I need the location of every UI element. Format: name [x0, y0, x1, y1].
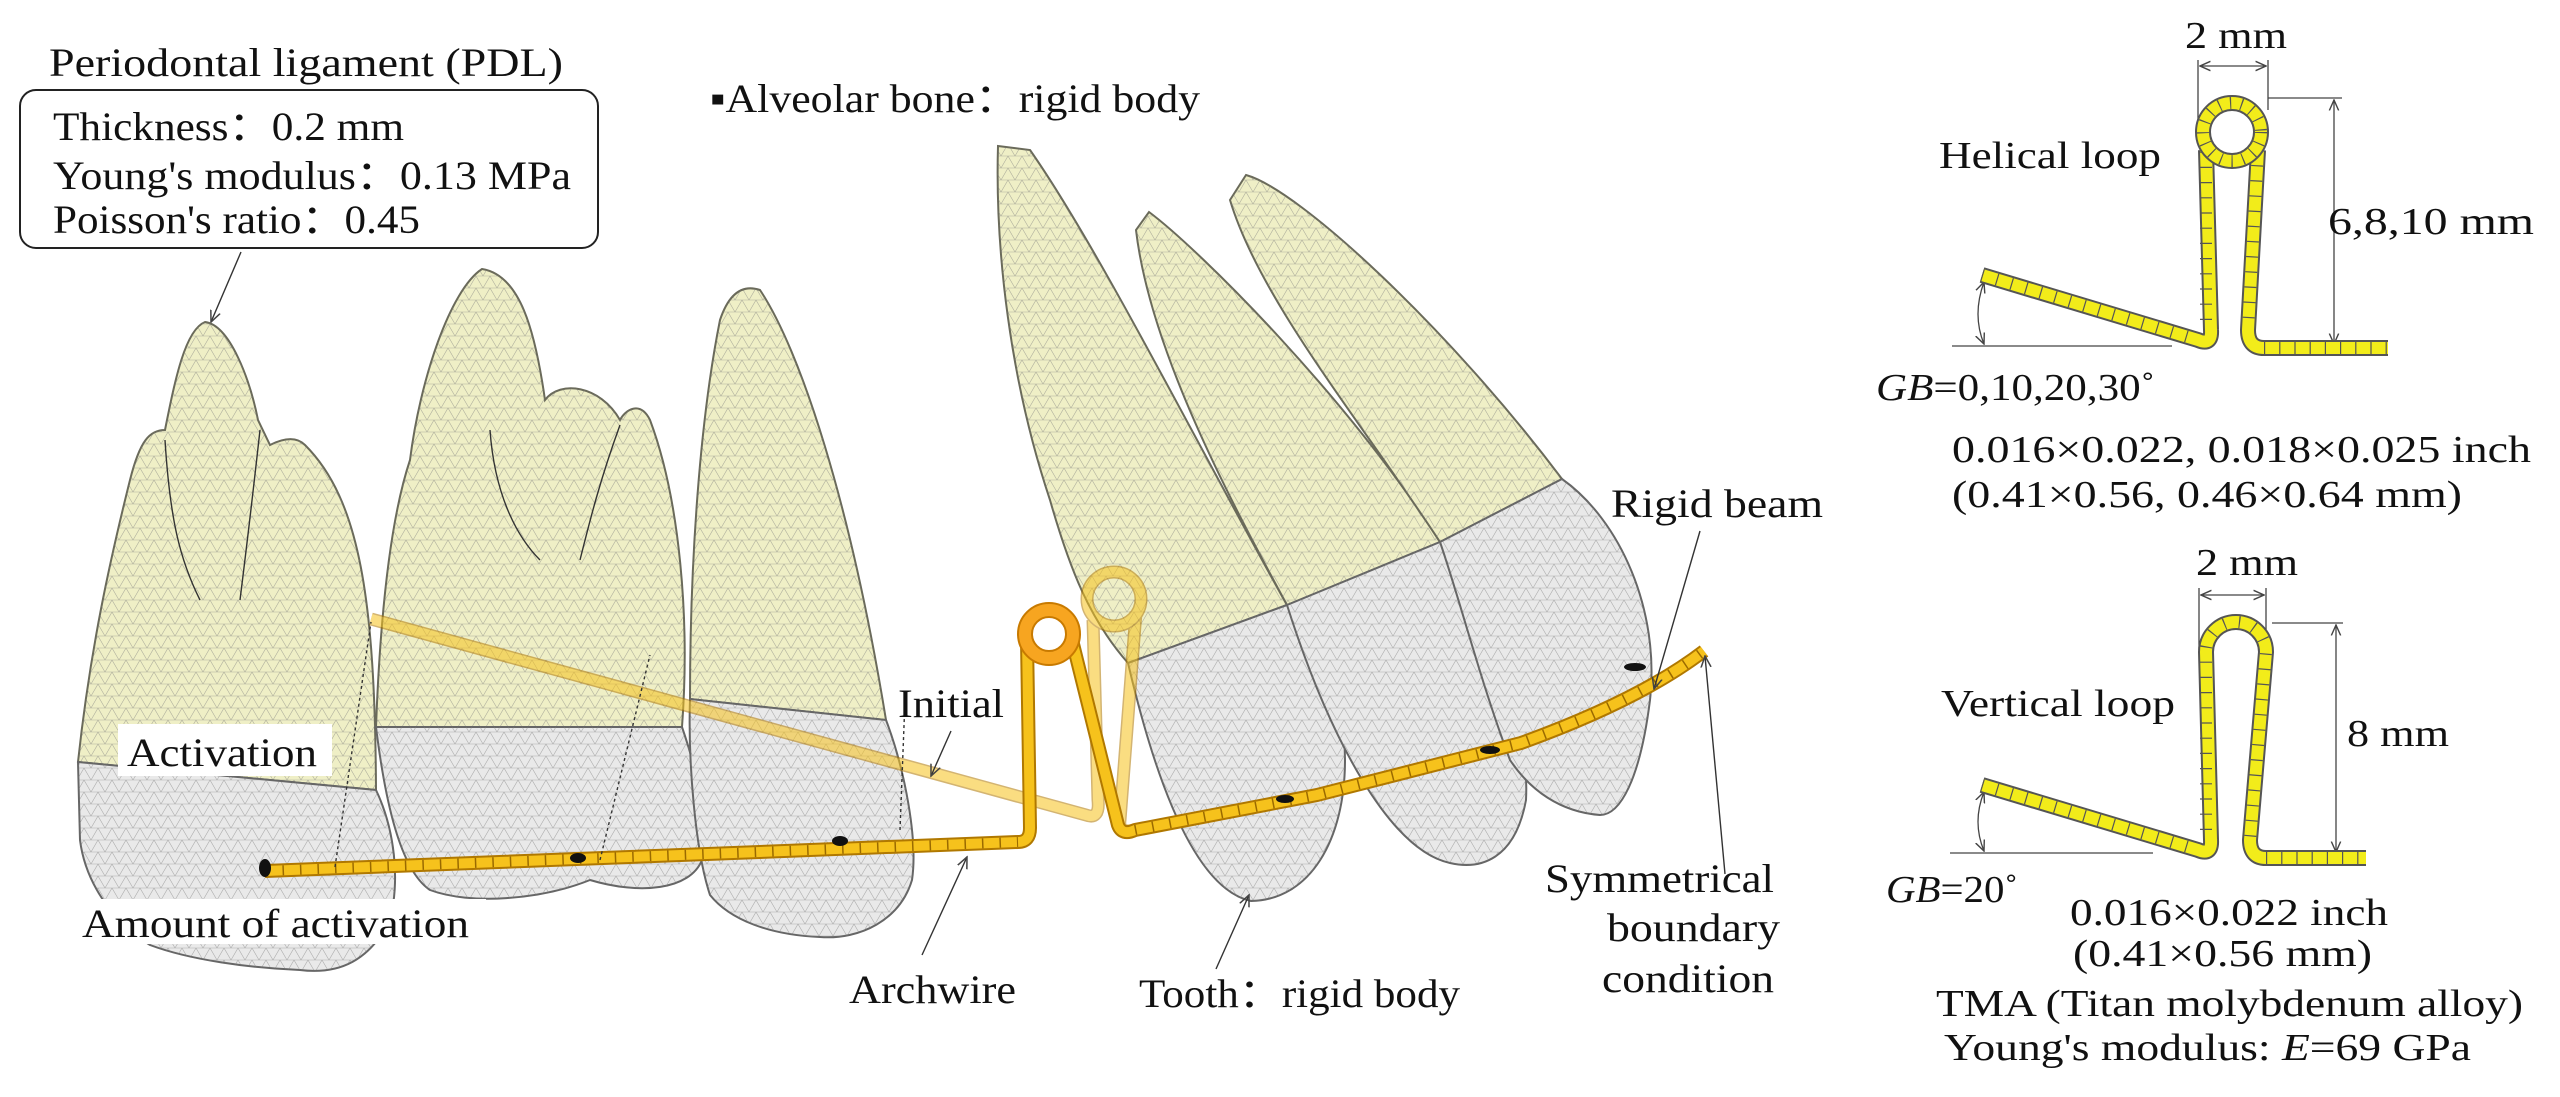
activation-label-bg [118, 724, 332, 776]
vertical-gb-angle: GB=20˚ [1886, 869, 2018, 911]
pdl-youngs-modulus: Young's modulus：0.13 MPa [53, 153, 571, 198]
material-youngs-modulus: Young's modulus: E=69 GPa [1944, 1027, 2471, 1069]
brackets [259, 663, 1646, 877]
tooth-canine [996, 144, 1347, 903]
amount-of-activation-label-bg [78, 899, 486, 944]
helical-wire-size-mm: (0.41×0.56, 0.46×0.64 mm) [1952, 474, 2462, 516]
pdl-leader-line [211, 251, 242, 322]
svg-text:Symmetrical: Symmetrical [1545, 856, 1774, 901]
amount-of-activation-label: Amount of activation [82, 901, 469, 946]
helical-loop-title: Helical loop [1939, 135, 2161, 177]
pdl-thickness: Thickness：0.2 mm [53, 104, 404, 149]
archwire-label: Archwire [849, 967, 1016, 1012]
pdl-title: Periodontal ligament (PDL) [49, 40, 563, 85]
vertical-loop-diagram: 2 mm 8 mm Vertical loop GB=20˚ 0.016×0.0… [1886, 542, 2449, 975]
tooth-rigid-body-label: Tooth：rigid body [1139, 971, 1460, 1016]
activated-archwire [264, 602, 1709, 878]
symmetrical-boundary-label: Symmetrical boundary condition [1545, 856, 1780, 1001]
vertical-loop-title: Vertical loop [1941, 683, 2175, 725]
tooth-central-incisor [1228, 173, 1653, 817]
helical-loop-diagram: 2 mm 6,8,10 mm Helical loop GB=0,10,20,3… [1876, 15, 2534, 516]
helical-wire-size-inch: 0.016×0.022, 0.018×0.025 inch [1952, 429, 2531, 471]
material-name: TMA (Titan molybdenum alloy) [1936, 983, 2523, 1025]
activation-label: Activation [127, 730, 317, 775]
tooth-leader-line [1215, 895, 1249, 970]
helical-gb-angle: GB=0,10,20,30˚ [1876, 367, 2155, 409]
helical-height-label: 6,8,10 mm [2328, 201, 2534, 243]
tooth-premolar [688, 287, 915, 939]
vertical-width-label: 2 mm [2196, 542, 2298, 584]
svg-text:boundary: boundary [1607, 905, 1780, 950]
rigid-beam-leader-line [1654, 530, 1701, 689]
symmetrical-leader-line [1705, 656, 1726, 875]
rigid-beam-label: Rigid beam [1611, 481, 1823, 526]
archwire-leader-line [921, 857, 967, 956]
initial-leader-line [931, 730, 952, 776]
helical-width-label: 2 mm [2185, 15, 2287, 57]
vertical-wire-size-inch: 0.016×0.022 inch [2070, 892, 2388, 934]
initial-label: Initial [898, 681, 1004, 726]
vertical-wire-size-mm: (0.41×0.56 mm) [2073, 933, 2372, 975]
activation-indicator-lines [334, 621, 906, 868]
vertical-height-label: 8 mm [2347, 713, 2449, 755]
tooth-second-premolar-molar [374, 267, 706, 900]
pdl-properties-box [19, 89, 599, 249]
pdl-poissons-ratio: Poisson's ratio：0.45 [53, 197, 420, 242]
svg-text:condition: condition [1602, 956, 1774, 1001]
alveolar-bone-label: ▪Alveolar bone：rigid body [710, 76, 1200, 121]
